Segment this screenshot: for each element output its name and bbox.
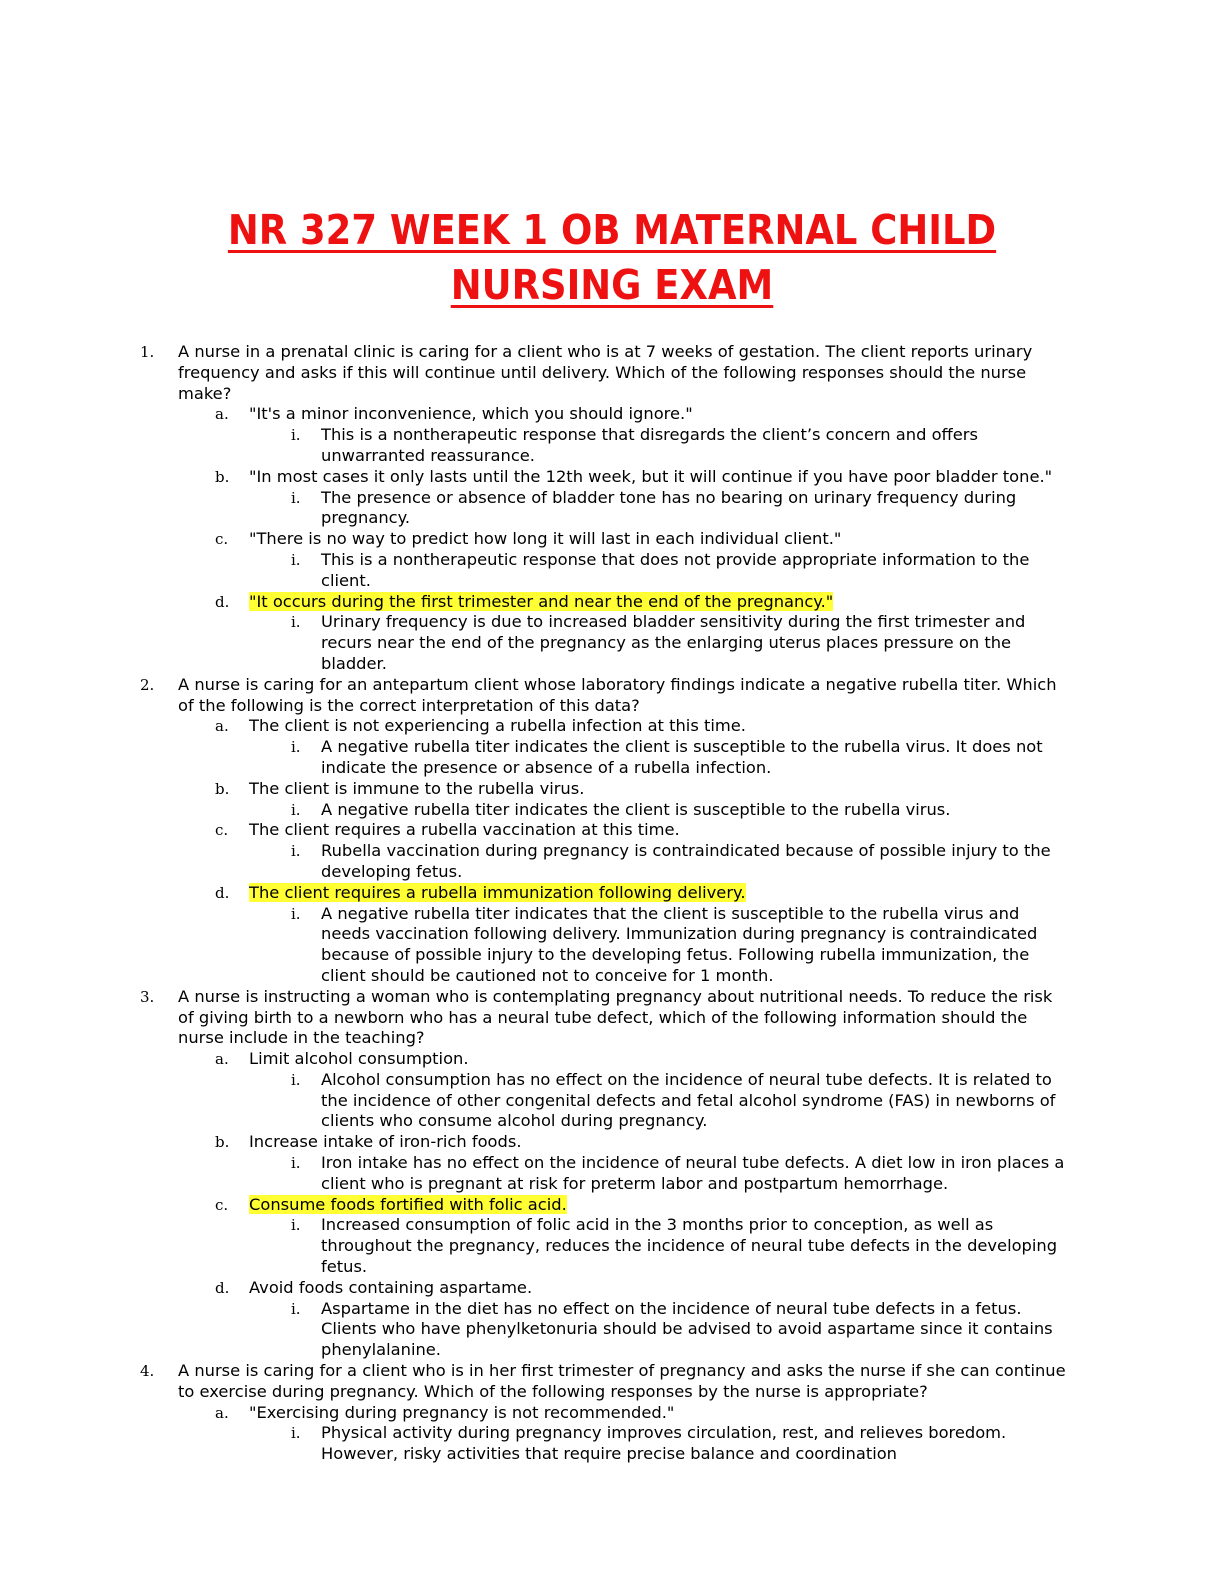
- answer-option: c. The client requires a rubella vaccinat…: [140, 820, 1070, 841]
- highlighted-answer-text: The client requires a rubella immunizati…: [249, 882, 746, 902]
- rationale-text: A negative rubella titer indicates the c…: [321, 737, 1043, 777]
- question-3: 3. A nurse is instructing a woman who is…: [140, 987, 1070, 1361]
- rationale: i. The presence or absence of bladder ton…: [140, 488, 1070, 530]
- rationale-number: i.: [291, 1216, 301, 1235]
- rationale-number: i.: [291, 488, 301, 507]
- correct-answer-option: d. "It occurs during the first trimester …: [140, 591, 1070, 613]
- question-number: 4.: [140, 1362, 155, 1381]
- rationale-text: Aspartame in the diet has no effect on t…: [321, 1298, 1053, 1360]
- option-letter: d.: [215, 883, 230, 902]
- option-text: "There is no way to predict how long it …: [249, 529, 842, 549]
- option-letter: b.: [215, 467, 230, 486]
- rationale-text: Alcohol consumption has no effect on the…: [321, 1069, 1056, 1131]
- question-stem: A nurse is instructing a woman who is co…: [178, 986, 1053, 1048]
- question-4: 4. A nurse is caring for a client who is…: [140, 1361, 1070, 1465]
- question-number: 1.: [140, 343, 155, 361]
- option-letter: d.: [215, 1278, 230, 1297]
- document-title: NR 327 WEEK 1 OB MATERNAL CHILD NURSING …: [61, 203, 1163, 313]
- rationale-text: Iron intake has no effect on the inciden…: [321, 1153, 1065, 1193]
- rationale-number: i.: [291, 842, 301, 861]
- rationale-number: i.: [291, 1424, 301, 1443]
- option-letter: a.: [215, 1050, 229, 1069]
- option-text: The client is not experiencing a rubella…: [249, 716, 746, 736]
- answer-option: a. Limit alcohol consumption.: [140, 1049, 1070, 1070]
- question-1: 1. A nurse in a prenatal clinic is carin…: [140, 342, 1070, 675]
- rationale-text: Physical activity during pregnancy impro…: [321, 1423, 1007, 1464]
- question-stem: A nurse is caring for a client who is in…: [178, 1361, 1066, 1401]
- option-letter: b.: [215, 1133, 230, 1152]
- question-number: 2.: [140, 675, 155, 694]
- rationale-text: A negative rubella titer indicates that …: [321, 903, 1038, 985]
- answer-option: a. "Exercising during pregnancy is not re…: [140, 1403, 1070, 1424]
- correct-answer-option: c. Consume foods fortified with folic aci…: [140, 1194, 1070, 1216]
- rationale-number: i.: [291, 738, 301, 757]
- rationale-text: Urinary frequency is due to increased bl…: [321, 612, 1026, 673]
- rationale-number: i.: [291, 550, 301, 569]
- rationale: i. Alcohol consumption has no effect on t…: [140, 1070, 1070, 1132]
- rationale: i. Urinary frequency is due to increased …: [140, 612, 1070, 674]
- option-text: "Exercising during pregnancy is not reco…: [249, 1402, 675, 1422]
- option-text: "In most cases it only lasts until the 1…: [249, 466, 1053, 486]
- option-text: "It's a minor inconvenience, which you s…: [249, 404, 693, 424]
- rationale-number: i.: [291, 1154, 301, 1173]
- question-stem: A nurse in a prenatal clinic is caring f…: [178, 342, 1033, 403]
- option-letter: d.: [215, 592, 230, 611]
- option-letter: a.: [215, 717, 229, 736]
- rationale: i. Aspartame in the diet has no effect on…: [140, 1299, 1070, 1361]
- option-letter: b.: [215, 779, 230, 798]
- rationale-number: i.: [291, 904, 301, 923]
- rationale-number: i.: [291, 426, 301, 445]
- option-letter: a.: [215, 405, 229, 424]
- title-line-2: NURSING EXAM: [450, 261, 774, 309]
- answer-option: b. "In most cases it only lasts until the…: [140, 467, 1070, 488]
- answer-option: d. Avoid foods containing aspartame.: [140, 1278, 1070, 1299]
- rationale: i. Physical activity during pregnancy imp…: [140, 1423, 1070, 1465]
- answer-option: a. "It's a minor inconvenience, which you…: [140, 404, 1070, 425]
- question-2: 2. A nurse is caring for an antepartum c…: [140, 675, 1070, 987]
- rationale-text: Increased consumption of folic acid in t…: [321, 1215, 1058, 1277]
- option-text: The client is immune to the rubella viru…: [249, 778, 585, 798]
- answer-option: a. The client is not experiencing a rubel…: [140, 716, 1070, 737]
- rationale: i. Increased consumption of folic acid in…: [140, 1215, 1070, 1277]
- rationale-number: i.: [291, 1070, 301, 1089]
- rationale: i. Rubella vaccination during pregnancy i…: [140, 841, 1070, 883]
- rationale-text: This is a nontherapeutic response that d…: [321, 425, 978, 465]
- rationale: i. This is a nontherapeutic response that…: [140, 550, 1070, 592]
- option-letter: c.: [215, 821, 229, 840]
- rationale-text: The presence or absence of bladder tone …: [321, 487, 1017, 528]
- correct-answer-option: d. The client requires a rubella immuniza…: [140, 882, 1070, 904]
- answer-option: b. Increase intake of iron-rich foods.: [140, 1132, 1070, 1153]
- option-text: The client requires a rubella vaccinatio…: [249, 820, 680, 840]
- question-number: 3.: [140, 987, 155, 1006]
- rationale-text: Rubella vaccination during pregnancy is …: [321, 841, 1051, 881]
- highlighted-answer-text: "It occurs during the first trimester an…: [249, 591, 834, 611]
- rationale: i. A negative rubella titer indicates the…: [140, 737, 1070, 779]
- option-text: Increase intake of iron-rich foods.: [249, 1132, 522, 1152]
- rationale: i. A negative rubella titer indicates tha…: [140, 904, 1070, 987]
- rationale-text: A negative rubella titer indicates the c…: [321, 799, 951, 819]
- option-letter: c.: [215, 530, 229, 549]
- title-line-1: NR 327 WEEK 1 OB MATERNAL CHILD: [227, 206, 997, 254]
- rationale-text: This is a nontherapeutic response that d…: [321, 549, 1030, 590]
- rationale: i. This is a nontherapeutic response that…: [140, 425, 1070, 467]
- rationale: i. Iron intake has no effect on the incid…: [140, 1153, 1070, 1195]
- option-text: Avoid foods containing aspartame.: [249, 1277, 533, 1297]
- answer-option: b. The client is immune to the rubella vi…: [140, 779, 1070, 800]
- rationale: i. A negative rubella titer indicates the…: [140, 800, 1070, 821]
- question-list: 1. A nurse in a prenatal clinic is carin…: [140, 342, 1070, 1465]
- rationale-number: i.: [291, 800, 301, 819]
- option-text: Limit alcohol consumption.: [249, 1049, 469, 1069]
- highlighted-answer-text: Consume foods fortified with folic acid.: [249, 1194, 567, 1214]
- option-letter: a.: [215, 1403, 229, 1422]
- answer-option: c. "There is no way to predict how long i…: [140, 529, 1070, 550]
- rationale-number: i.: [291, 613, 301, 632]
- option-letter: c.: [215, 1195, 229, 1214]
- rationale-number: i.: [291, 1299, 301, 1318]
- question-stem: A nurse is caring for an antepartum clie…: [178, 674, 1057, 715]
